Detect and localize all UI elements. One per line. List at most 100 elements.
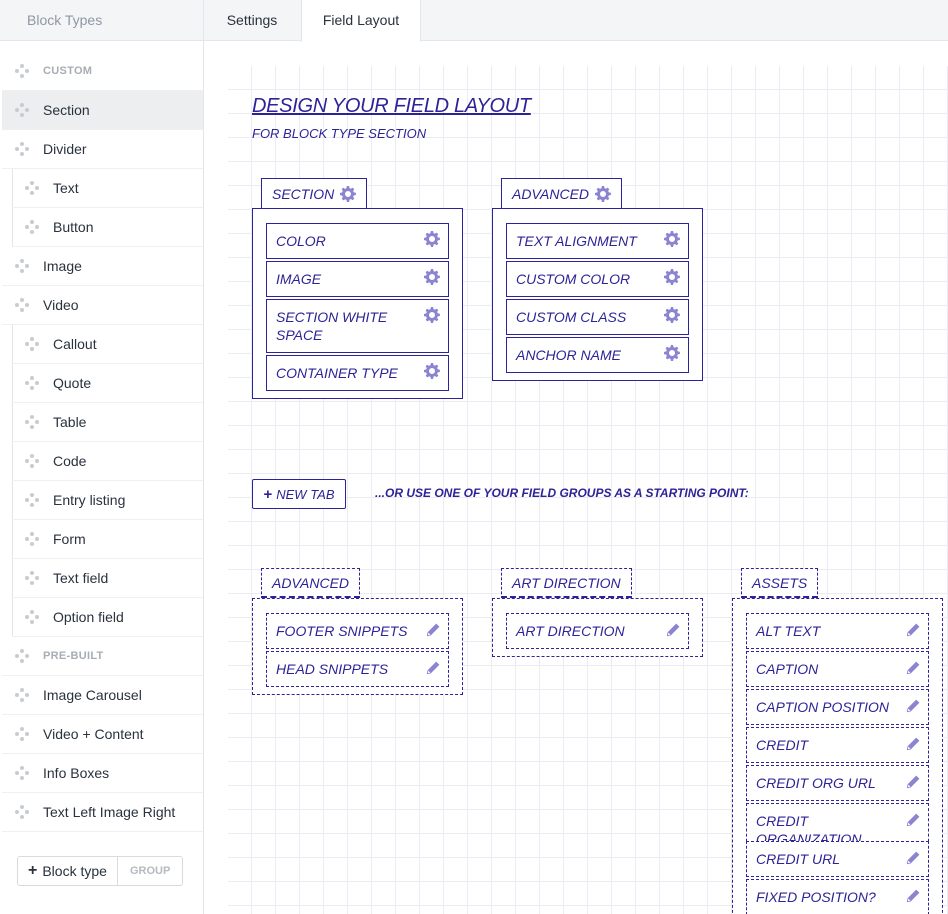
pencil-icon[interactable] bbox=[666, 623, 680, 637]
gear-icon[interactable] bbox=[664, 269, 680, 285]
drag-handle-icon[interactable] bbox=[25, 532, 39, 546]
field-label: FIXED POSITION? bbox=[756, 889, 876, 905]
layout-field[interactable]: CUSTOM CLASS bbox=[506, 299, 689, 335]
sidebar-item-label: Info Boxes bbox=[43, 765, 110, 781]
pencil-icon[interactable] bbox=[906, 775, 920, 789]
drag-handle-icon[interactable] bbox=[15, 688, 29, 702]
drag-handle-icon[interactable] bbox=[15, 142, 29, 156]
gear-icon[interactable] bbox=[424, 269, 440, 285]
new-tab-button[interactable]: + NEW TAB bbox=[252, 479, 346, 509]
field-label: HEAD SNIPPETS bbox=[276, 661, 389, 677]
field-group-assets[interactable]: ASSETS bbox=[741, 568, 819, 599]
sidebar-item-label: Divider bbox=[43, 141, 87, 157]
layout-tab-section[interactable]: SECTION bbox=[261, 178, 368, 209]
field-group-advanced[interactable]: ADVANCED bbox=[261, 568, 361, 599]
gear-icon[interactable] bbox=[595, 186, 611, 202]
tab-settings[interactable]: Settings bbox=[226, 12, 278, 28]
layout-field[interactable]: CUSTOM COLOR bbox=[506, 261, 689, 297]
sidebar-item[interactable]: Text field bbox=[12, 559, 203, 598]
gear-icon[interactable] bbox=[340, 186, 356, 202]
drag-handle-icon[interactable] bbox=[25, 571, 39, 585]
field-label: CUSTOM CLASS bbox=[516, 309, 627, 325]
drag-handle-icon[interactable] bbox=[15, 259, 29, 273]
gear-icon[interactable] bbox=[424, 231, 440, 247]
sidebar-item-label: Video bbox=[43, 297, 79, 313]
sidebar-item[interactable]: Option field bbox=[12, 598, 203, 637]
layout-field[interactable]: IMAGE bbox=[266, 261, 449, 297]
layout-field[interactable]: SECTION WHITE SPACE bbox=[266, 299, 449, 353]
sidebar-item[interactable]: Divider bbox=[2, 130, 203, 169]
drag-handle-icon[interactable] bbox=[15, 649, 29, 663]
drag-handle-icon[interactable] bbox=[25, 454, 39, 468]
group-field[interactable]: CAPTION bbox=[746, 651, 929, 687]
drag-handle-icon[interactable] bbox=[25, 493, 39, 507]
layout-field[interactable]: COLOR bbox=[266, 223, 449, 259]
sidebar-item[interactable]: Section bbox=[2, 91, 203, 130]
layout-field[interactable]: CONTAINER TYPE bbox=[266, 355, 449, 391]
drag-handle-icon[interactable] bbox=[25, 610, 39, 624]
sidebar-item[interactable]: Text Left Image Right bbox=[2, 793, 203, 832]
sidebar-item[interactable]: Table bbox=[12, 403, 203, 442]
field-group-label: ASSETS bbox=[752, 574, 808, 591]
sidebar-item[interactable]: Button bbox=[12, 208, 203, 247]
drag-handle-icon[interactable] bbox=[15, 805, 29, 819]
sidebar-item[interactable]: Image bbox=[2, 247, 203, 286]
group-field[interactable]: HEAD SNIPPETS bbox=[266, 651, 449, 687]
field-label: TEXT ALIGNMENT bbox=[516, 233, 637, 249]
field-group-art-direction[interactable]: ART DIRECTION bbox=[501, 568, 632, 599]
sidebar-item[interactable]: Video bbox=[2, 286, 203, 325]
sidebar-item[interactable]: Form bbox=[12, 520, 203, 559]
group-field[interactable]: ALT TEXT bbox=[746, 613, 929, 649]
pencil-icon[interactable] bbox=[906, 623, 920, 637]
gear-icon[interactable] bbox=[424, 307, 440, 323]
drag-handle-icon[interactable] bbox=[25, 337, 39, 351]
sidebar-item-label: Text field bbox=[53, 570, 109, 586]
group-field[interactable]: FOOTER SNIPPETS bbox=[266, 613, 449, 649]
group-field[interactable]: FIXED POSITION? bbox=[746, 879, 929, 914]
sidebar-item[interactable]: Entry listing bbox=[12, 481, 203, 520]
group-field[interactable]: CREDIT URL bbox=[746, 841, 929, 877]
drag-handle-icon[interactable] bbox=[25, 181, 39, 195]
gear-icon[interactable] bbox=[664, 345, 680, 361]
sidebar-item[interactable]: Text bbox=[12, 169, 203, 208]
layout-field[interactable]: ANCHOR NAME bbox=[506, 337, 689, 373]
group-field[interactable]: ART DIRECTION bbox=[506, 613, 689, 649]
sidebar-item-label: Button bbox=[53, 219, 94, 235]
group-field[interactable]: CREDIT bbox=[746, 727, 929, 763]
gear-icon[interactable] bbox=[664, 231, 680, 247]
layout-tab-advanced[interactable]: ADVANCED bbox=[501, 178, 623, 209]
drag-handle-icon[interactable] bbox=[15, 64, 29, 78]
pencil-icon[interactable] bbox=[906, 813, 920, 827]
layout-field[interactable]: TEXT ALIGNMENT bbox=[506, 223, 689, 259]
group-field[interactable]: CREDIT ORG URL bbox=[746, 765, 929, 801]
pencil-icon[interactable] bbox=[906, 851, 920, 865]
sidebar-item[interactable]: Callout bbox=[12, 325, 203, 364]
add-group-button[interactable]: GROUP bbox=[117, 856, 184, 886]
gear-icon[interactable] bbox=[424, 363, 440, 379]
group-field[interactable]: CAPTION POSITION bbox=[746, 689, 929, 725]
pencil-icon[interactable] bbox=[906, 661, 920, 675]
drag-handle-icon[interactable] bbox=[15, 727, 29, 741]
drag-handle-icon[interactable] bbox=[25, 376, 39, 390]
gear-icon[interactable] bbox=[664, 307, 680, 323]
pencil-icon[interactable] bbox=[906, 889, 920, 903]
sidebar-heading: PRE-BUILT bbox=[2, 637, 203, 676]
sidebar-item[interactable]: Code bbox=[12, 442, 203, 481]
tab-field-layout[interactable]: Field Layout bbox=[301, 0, 421, 42]
drag-handle-icon[interactable] bbox=[15, 103, 29, 117]
sidebar-item[interactable]: Quote bbox=[12, 364, 203, 403]
add-block-type-button[interactable]: + Block type bbox=[17, 856, 118, 886]
pencil-icon[interactable] bbox=[906, 737, 920, 751]
pencil-icon[interactable] bbox=[426, 623, 440, 637]
drag-handle-icon[interactable] bbox=[25, 220, 39, 234]
sidebar-item[interactable]: Video + Content bbox=[2, 715, 203, 754]
pencil-icon[interactable] bbox=[426, 661, 440, 675]
drag-handle-icon[interactable] bbox=[15, 766, 29, 780]
pencil-icon[interactable] bbox=[906, 699, 920, 713]
drag-handle-icon[interactable] bbox=[25, 415, 39, 429]
sidebar-item-label: Form bbox=[53, 531, 86, 547]
drag-handle-icon[interactable] bbox=[15, 298, 29, 312]
sidebar-item[interactable]: Info Boxes bbox=[2, 754, 203, 793]
sidebar-item[interactable]: Image Carousel bbox=[2, 676, 203, 715]
